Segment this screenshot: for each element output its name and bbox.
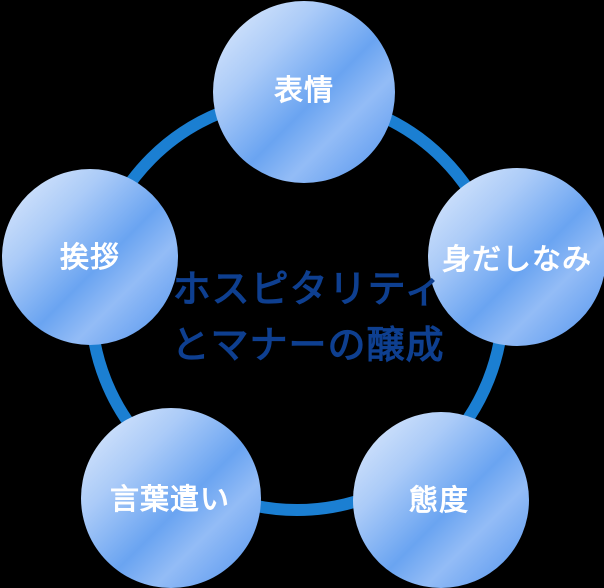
node-label-attitude: 態度 bbox=[408, 483, 470, 517]
node-circle-expression bbox=[213, 1, 395, 183]
node-label-wording: 言葉遣い bbox=[109, 482, 231, 516]
diagram-title: ホスピタリティ とマナーの醸成 bbox=[171, 261, 444, 373]
diagram-title-line2: とマナーの醸成 bbox=[171, 323, 445, 367]
diagram-title-line1: ホスピタリティ bbox=[172, 267, 444, 311]
node-circle-grooming bbox=[428, 168, 604, 346]
node-circle-attitude bbox=[353, 412, 529, 588]
node-label-grooming: 身だしなみ bbox=[441, 242, 593, 276]
node-label-expression: 表情 bbox=[273, 73, 335, 107]
node-circle-wording bbox=[81, 408, 261, 588]
node-label-greeting: 挨拶 bbox=[59, 240, 121, 274]
node-circle-greeting bbox=[2, 169, 178, 345]
